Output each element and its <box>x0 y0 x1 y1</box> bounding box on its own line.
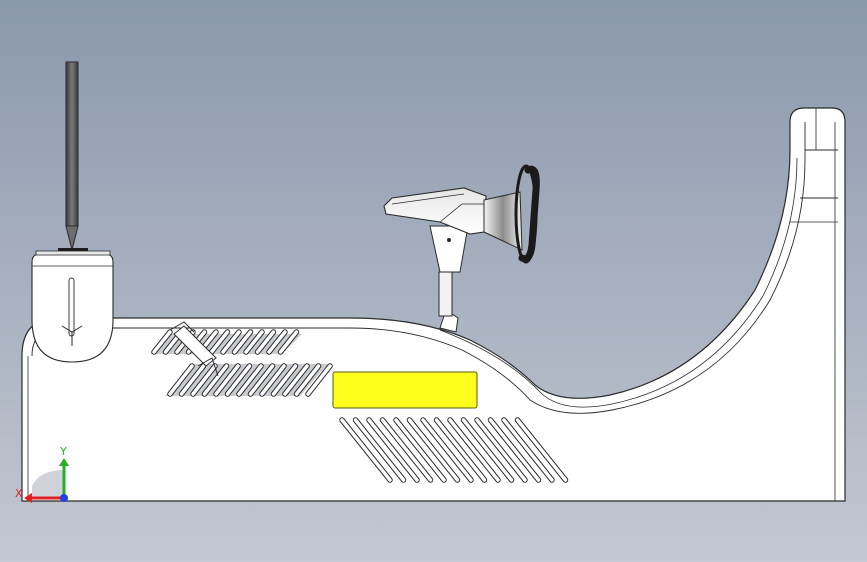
vent-slot <box>461 418 514 482</box>
vent-slot <box>168 364 194 396</box>
vent-slot <box>221 330 241 354</box>
label-plate <box>332 371 478 409</box>
vent-grille-lower <box>165 363 333 397</box>
vent-slot <box>283 364 309 396</box>
vent-slot <box>260 364 286 396</box>
vent-grille-upper <box>150 329 302 355</box>
vent-slot <box>502 418 554 482</box>
triad-y-arrowhead <box>59 458 69 466</box>
vent-slot <box>232 330 253 354</box>
vent-slot <box>152 330 172 354</box>
pen-holder <box>31 253 114 363</box>
vent-slot <box>448 418 500 482</box>
vent-slot <box>225 364 252 396</box>
vent-slot <box>244 330 264 354</box>
vent-slot <box>407 418 460 482</box>
vent-slot <box>179 364 206 396</box>
vent-slot <box>421 418 473 482</box>
vent-slot <box>434 418 487 482</box>
vent-slot <box>380 418 433 482</box>
vent-slot <box>367 418 419 482</box>
vent-slot <box>237 364 263 396</box>
vent-slot <box>294 364 321 396</box>
body-inner-contour-2 <box>439 157 798 408</box>
vent-slot <box>394 418 446 482</box>
body-right-edge <box>790 108 838 501</box>
vent-slot <box>209 330 230 354</box>
triad-y-label: Y <box>59 445 67 458</box>
vent-slot <box>191 364 217 396</box>
vent-slot <box>475 418 527 482</box>
latch-lever <box>169 321 219 377</box>
stylus-pen <box>35 61 111 256</box>
base-body <box>21 107 846 502</box>
column-stem <box>429 225 469 333</box>
vent-slot <box>340 418 392 482</box>
triad-z-axis <box>60 494 68 502</box>
vent-slot <box>515 418 568 482</box>
body-inner-contour <box>31 122 838 414</box>
vent-slot <box>488 418 541 482</box>
vent-slot <box>353 418 406 482</box>
steering-grip <box>514 164 540 264</box>
triad-x-arrowhead <box>24 493 32 503</box>
vent-slot <box>202 364 229 396</box>
vent-slot <box>267 330 287 354</box>
vent-slot <box>271 364 298 396</box>
vent-slot <box>248 364 275 396</box>
vent-slot <box>214 364 240 396</box>
vent-slot <box>278 330 299 354</box>
head-unit <box>383 187 523 251</box>
vent-grille-front <box>339 417 569 483</box>
vent-slot <box>255 330 276 354</box>
triad-x-label: X <box>15 487 23 500</box>
coordinate-triad: Y X <box>15 445 69 503</box>
vent-slot <box>306 364 332 396</box>
